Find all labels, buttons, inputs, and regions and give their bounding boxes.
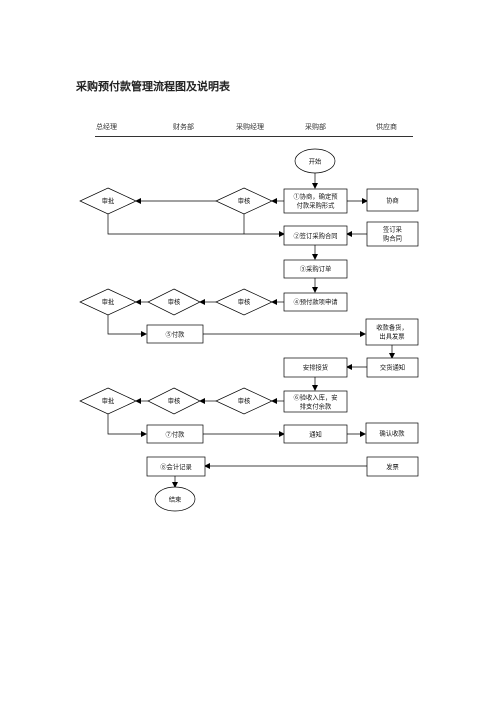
receive-ship-line2: 出具发票 [379,332,404,341]
pay5-label: ⑤付款 [166,330,186,339]
approve-diamond-3 [79,387,137,415]
start-label: 开始 [309,157,322,166]
step2-label: ②签订采购合同 [293,231,337,240]
lane-finance: 财务部 [173,123,194,131]
delivery-notice-box [366,357,419,378]
review-label-2: 审核 [168,297,181,306]
review-label-3: 审核 [238,297,251,306]
supplier-sign-box [366,221,419,247]
review-diamond-3 [215,288,273,316]
pay7-label: ⑦付款 [166,430,186,439]
notify-label: 通知 [309,430,322,439]
lane-supplier: 供应商 [376,123,397,131]
step1-label-line1: ①协商，确定预 [293,192,338,201]
review-diamond-4 [147,387,201,415]
notify-box [283,424,348,444]
step2-box [283,225,348,246]
edge-approve-pay7 [107,414,147,437]
review-label-4: 审核 [168,396,181,405]
receive-ship-box [365,318,419,346]
step6-label-line2: 排支付余款 [300,402,332,411]
confirm-receipt-box [365,422,419,444]
delivery-notice-label: 交货通知 [380,363,405,372]
review-label-5: 审核 [238,396,251,405]
step1-box [283,188,348,214]
lane-general-manager: 总经理 [96,123,117,131]
lane-purchase-manager: 采购经理 [236,123,264,131]
step6-label-line1: ⑥验收入库，安 [293,393,337,402]
pay5-box [146,324,204,344]
step6-box [283,390,348,413]
accounting-label: ⑧会计记录 [160,462,191,471]
step1-label-line2: 付款采购形式 [297,201,335,210]
receive-ship-line1: 收款备货， [376,323,407,332]
step4-box [283,292,348,312]
approve-diamond-2 [79,288,137,316]
approve-diamond-1 [79,187,137,215]
invoice-box [366,456,419,477]
supplier-sign-line2: 购合同 [383,234,402,243]
arrange-receive-box [283,357,348,378]
review-diamond-2 [147,288,201,316]
pay7-box [146,424,204,444]
edge-approve-step2 [107,214,285,237]
accounting-box [146,456,206,477]
invoice-label: 发票 [386,462,399,471]
approve-label-1: 审批 [102,196,115,205]
arrange-receive-label: 安排接货 [303,363,328,372]
header-rule [95,136,413,137]
connectors [107,173,395,488]
approve-label-3: 审批 [102,396,115,405]
negotiate-label: 协商 [386,196,399,205]
lane-purchase-dept: 采购部 [305,123,326,131]
step3-label: ③采购订单 [300,264,331,273]
end-node [154,486,196,512]
supplier-sign-line1: 签订采 [383,225,403,234]
start-node [294,148,336,174]
review-label-1: 审核 [238,196,251,205]
confirm-receipt-label: 确认收款 [379,429,405,438]
step3-box [283,259,348,279]
review-diamond-1 [215,187,273,215]
step4-label: ④预付款项申请 [293,297,338,306]
approve-label-2: 审批 [102,297,115,306]
negotiate-box [366,188,419,212]
page-title: 采购预付款管理流程图及说明表 [76,80,230,93]
edge-approve-pay5 [107,315,147,337]
end-label: 结束 [169,495,182,504]
review-diamond-5 [215,387,273,415]
